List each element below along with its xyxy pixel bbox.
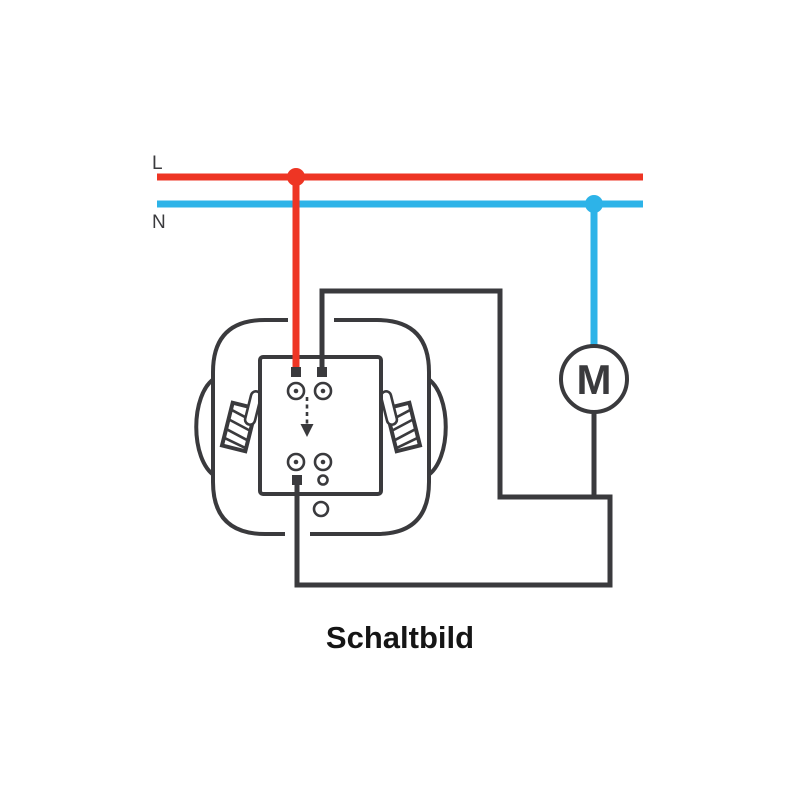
switch-to-motor-wire <box>294 288 613 588</box>
neutral-label: N <box>152 212 166 233</box>
diagram-title: Schaltbild <box>326 620 474 655</box>
mechanism-body <box>258 355 383 496</box>
terminal-screw-dot <box>320 388 326 394</box>
phase-junction-dot <box>287 168 305 186</box>
plate-outline-right <box>310 318 431 536</box>
motor-symbol: M <box>559 344 629 414</box>
motor-circle <box>559 344 629 414</box>
left-screw-hatch <box>223 408 254 450</box>
switch-device <box>194 318 448 536</box>
right-claw <box>425 376 448 478</box>
terminal-clamp <box>291 367 301 377</box>
left-claw-slot <box>243 390 263 426</box>
plate-screw-hole <box>312 500 330 518</box>
phase-label: L <box>152 153 163 174</box>
plate-outline-left <box>211 318 288 536</box>
terminal-screw-dot <box>293 459 299 465</box>
actuator-arrow-head <box>300 424 314 437</box>
motor-label: M <box>577 356 612 403</box>
right-screw-hatch <box>388 408 419 450</box>
terminal-screw-dot <box>320 459 326 465</box>
left-claw <box>194 376 217 478</box>
right-claw-slot <box>379 390 399 426</box>
neutral-junction-dot <box>585 195 603 213</box>
terminal-clamp <box>317 367 327 377</box>
terminal-clamp <box>292 475 302 485</box>
terminal-screw-dot <box>293 388 299 394</box>
aux-terminal <box>317 474 329 486</box>
